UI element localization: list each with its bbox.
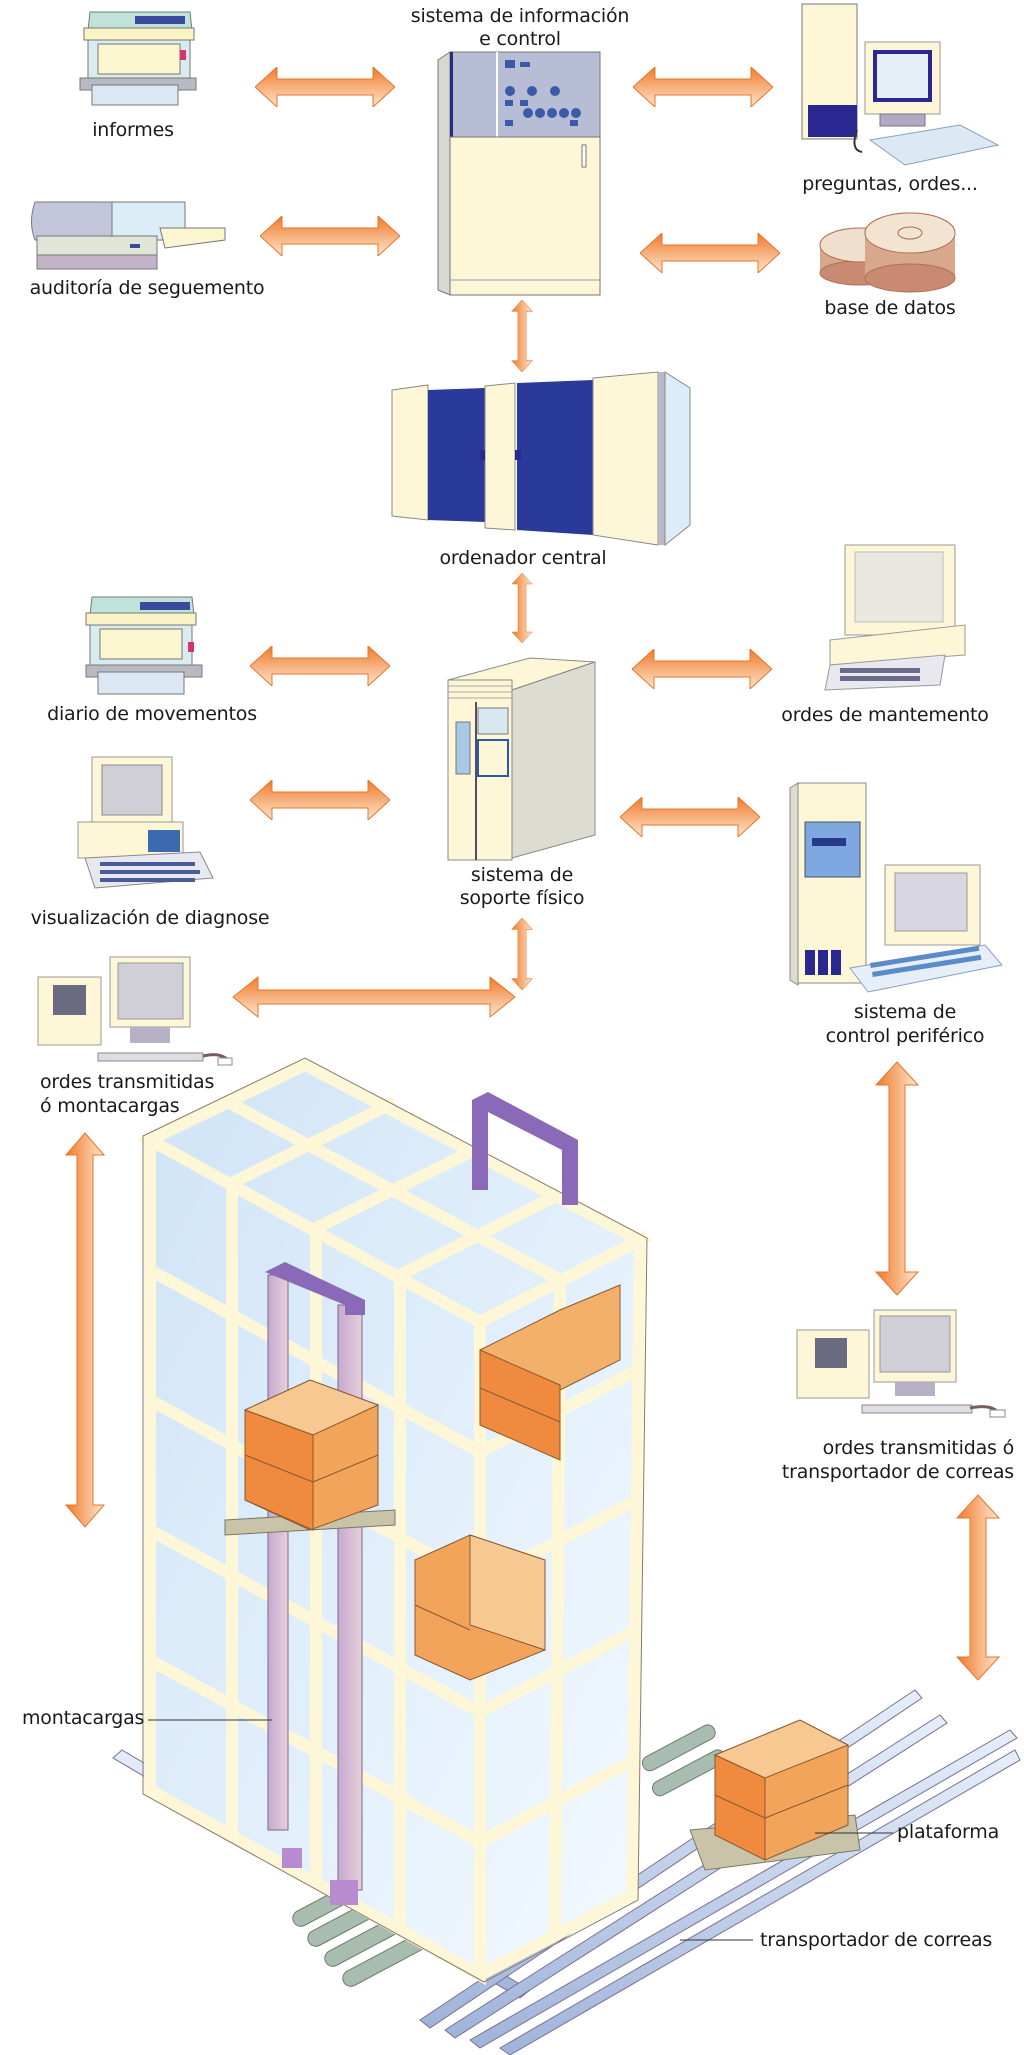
- server-icon: [447, 657, 596, 861]
- label-base-datos: base de datos: [824, 297, 956, 319]
- disc-stack-icon: [819, 212, 956, 293]
- label-diario: diario de movementos: [47, 703, 257, 725]
- tower-computer-icon: [789, 782, 1003, 993]
- box-stack-shelf-middle: [414, 1534, 546, 1681]
- box-stack-platform: [689, 1719, 861, 1871]
- label-ordes-montacargas-1: ordes transmitidas: [40, 1071, 215, 1093]
- workstation-icon: [796, 1309, 1006, 1418]
- box-stack-shelf-top: [479, 1284, 621, 1461]
- label-visualizacion: visualización de diagnose: [30, 907, 270, 929]
- box-stack-crane: [224, 1379, 396, 1536]
- arrow-soporte-periferico: [620, 797, 760, 837]
- label-soporte-1: sistema de: [470, 864, 574, 886]
- arrow-pc-transportador: [955, 1494, 1001, 1681]
- pallet-boxes: [224, 1284, 861, 1871]
- label-ordenador-central: ordenador central: [439, 547, 607, 569]
- label-mantemento: ordes de mantemento: [781, 704, 989, 726]
- arrow-auditoria-sistema: [260, 216, 400, 256]
- arrow-soporte-down: [511, 918, 533, 990]
- arrow-pc-montacargas: [64, 1132, 106, 1528]
- arrow-sistema-base-datos: [640, 233, 780, 273]
- label-sistema-informacion-2: e control: [479, 28, 561, 50]
- label-informes: informes: [92, 119, 174, 141]
- arrow-periferico-pc: [874, 1061, 920, 1296]
- control-cabinet-icon: [437, 51, 601, 296]
- arrow-sistema-ordenador: [511, 300, 533, 372]
- label-sistema-informacion-1: sistema de información: [410, 5, 630, 27]
- label-periferico-1: sistema de: [853, 1001, 957, 1023]
- scanner-icon: [31, 201, 226, 270]
- terminal-icon: [824, 544, 966, 691]
- label-soporte-2: soporte físico: [459, 887, 585, 909]
- arrow-soporte-mantemento: [632, 649, 772, 689]
- printer-icon: [79, 11, 197, 106]
- personal-computer-icon: [77, 756, 214, 889]
- arrow-ordenador-soporte: [511, 573, 533, 643]
- label-periferico-2: control periférico: [825, 1025, 985, 1047]
- printer-icon: [85, 596, 203, 695]
- arrow-soporte-montacargas-pc: [232, 975, 516, 1019]
- label-ordes-transportador-2: transportador de correas: [781, 1461, 1014, 1483]
- label-ordes-montacargas-2: ó montacargas: [40, 1095, 180, 1117]
- label-auditoria: auditoría de seguemento: [29, 277, 265, 299]
- callout-plataforma: plataforma: [897, 1821, 1000, 1843]
- workstation-icon: [37, 956, 233, 1066]
- arrow-diario-soporte: [250, 646, 390, 686]
- arrows: [64, 67, 1001, 1681]
- label-preguntas: preguntas, ordes...: [802, 173, 978, 195]
- desktop-computer-icon: [801, 3, 1000, 166]
- crane-mast: [267, 1274, 289, 1831]
- callout-montacargas: montacargas: [22, 1707, 145, 1729]
- mainframe-icon: [391, 371, 691, 547]
- label-ordes-transportador-1: ordes transmitidas ó: [822, 1437, 1015, 1459]
- callout-transportador: transportador de correas: [760, 1929, 993, 1951]
- arrow-visualizacion-soporte: [250, 780, 390, 820]
- crane-top-frame: [472, 1092, 578, 1205]
- arrow-informes-sistema: [255, 67, 395, 107]
- arrow-sistema-preguntas: [633, 67, 773, 107]
